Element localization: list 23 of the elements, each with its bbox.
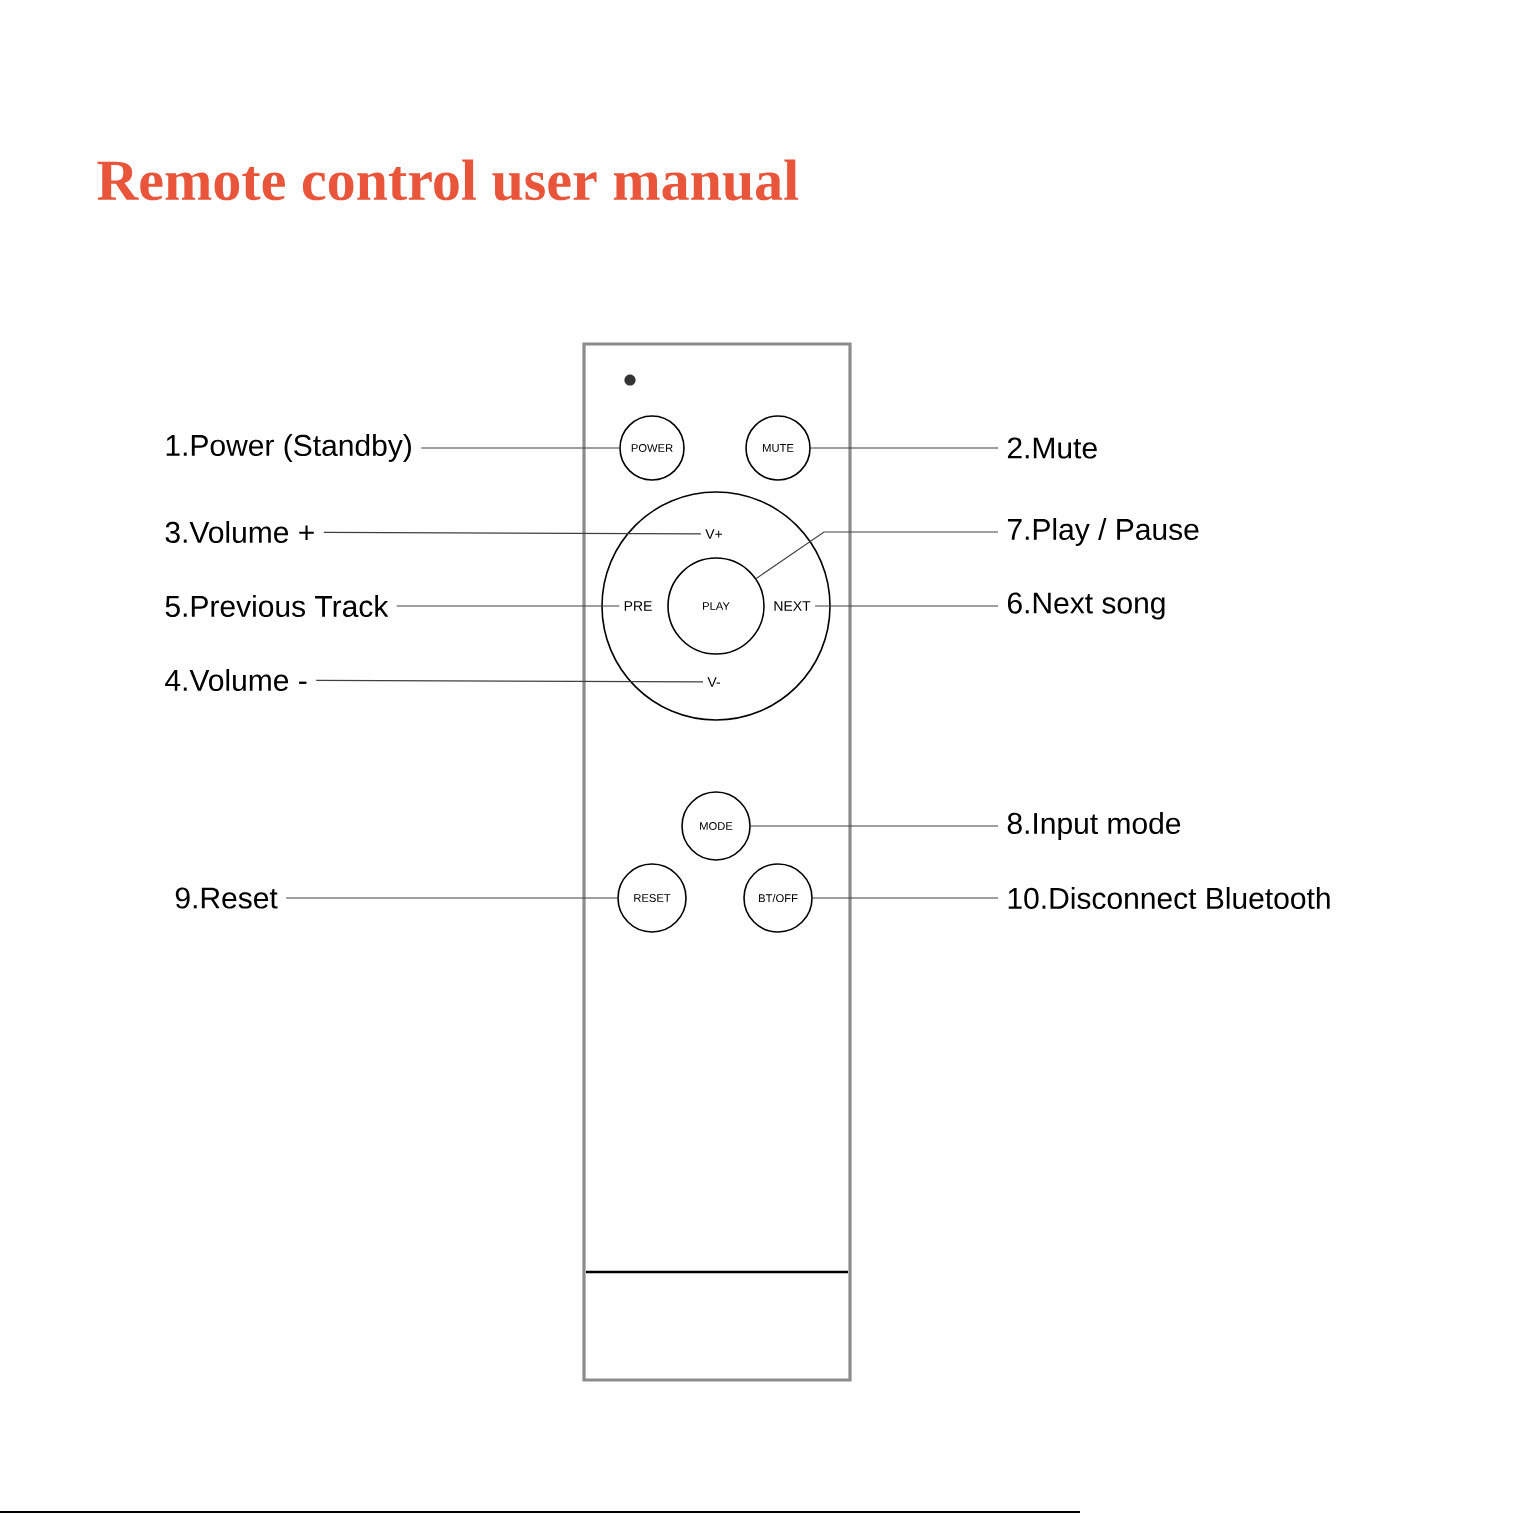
callout-label: 4.Volume -	[165, 669, 307, 691]
callout-label: 2.Mute	[1007, 437, 1097, 459]
remote-body	[582, 342, 852, 1382]
leader-line	[810, 447, 999, 449]
callout-label: 9.Reset	[175, 887, 278, 909]
leader-line	[814, 605, 999, 607]
leader-line	[315, 679, 704, 683]
direction-ring	[601, 491, 831, 721]
callout-label: 8.Input mode	[1007, 812, 1181, 840]
leader-line	[323, 531, 702, 535]
leader-line	[755, 531, 999, 579]
leader-line	[396, 605, 620, 607]
callout-label: 3.Volume +	[165, 521, 314, 543]
title: Remote control user manual	[97, 159, 799, 201]
leader-line	[420, 447, 620, 449]
leader-line	[285, 897, 618, 899]
leader-line	[750, 825, 999, 827]
callout-label: 1.Power (Standby)	[166, 434, 411, 462]
callout-label: 10.Disconnect Bluetooth	[1008, 887, 1330, 909]
callout-label: 7.Play / Pause	[1007, 518, 1199, 546]
leader-line	[812, 897, 999, 899]
callout-label: 5.Previous Track	[165, 595, 389, 617]
callout-label: 6.Next song	[1007, 592, 1165, 620]
